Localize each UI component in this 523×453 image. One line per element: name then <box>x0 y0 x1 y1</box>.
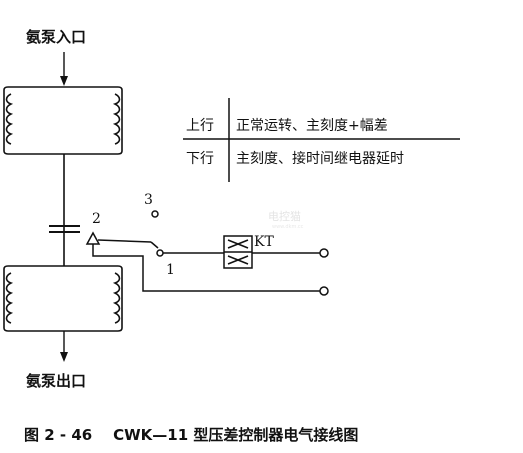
switch-mechanism <box>85 231 328 292</box>
table-value-down: 主刻度、接时间继电器延时 <box>236 150 404 167</box>
setting-table <box>183 98 460 182</box>
inlet-label: 氨泵入口 <box>26 28 86 46</box>
table-key-down: 下行 <box>186 151 214 167</box>
contact-1 <box>156 249 164 257</box>
terminal-upper <box>319 248 329 258</box>
inlet-arrow <box>60 52 68 86</box>
watermark: 电控猫 <box>268 209 301 223</box>
contact-label-2: 2 <box>92 211 101 227</box>
contact-3 <box>151 210 159 218</box>
outlet-label: 氨泵出口 <box>26 372 86 390</box>
coupling-symbol <box>49 225 80 233</box>
terminal-lower <box>319 286 329 296</box>
contact-label-1: 1 <box>166 262 175 278</box>
lower-bellows <box>3 265 123 332</box>
figure-caption: 图 2 - 46 CWK—11 型压差控制器电气接线图 <box>24 426 358 444</box>
contact-label-3: 3 <box>144 192 153 208</box>
relay-label: KT <box>254 234 274 250</box>
time-relay-kt <box>223 235 253 269</box>
upper-bellows <box>3 86 123 155</box>
table-key-up: 上行 <box>186 118 214 134</box>
outlet-arrow <box>60 331 68 362</box>
table-value-up: 正常运转、主刻度+幅差 <box>236 118 388 134</box>
watermark-small: www.dkm.cc <box>272 224 304 230</box>
